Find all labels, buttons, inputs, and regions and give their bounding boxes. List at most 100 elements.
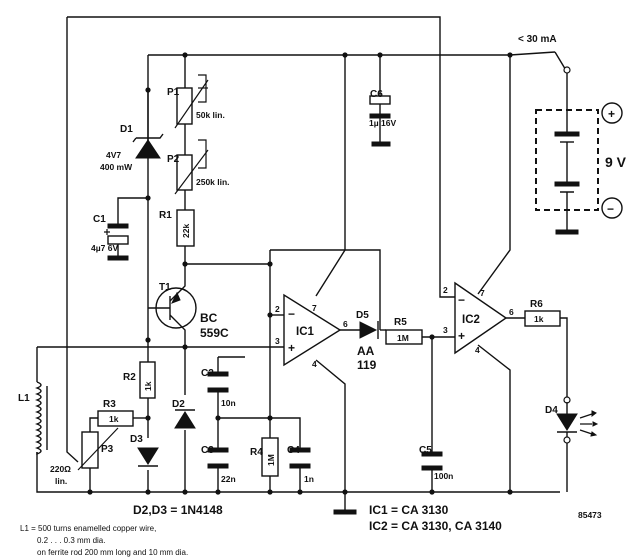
d4-name: D4 [545, 405, 558, 416]
r4-name: R4 [250, 447, 263, 458]
r2-value: 1k [143, 381, 153, 391]
current-label: < 30 mA [518, 34, 557, 45]
power-switch [563, 66, 571, 74]
d1-value: 4V7 [106, 150, 121, 160]
ic1-pin2: 2 [275, 304, 280, 314]
c3-name: C3 [201, 445, 214, 456]
c5-capacitor [421, 451, 443, 471]
c4-capacitor [289, 447, 311, 469]
r5-name: R5 [394, 317, 407, 328]
ic2-pin7: 7 [480, 288, 485, 298]
c6-name: C6 [370, 89, 383, 100]
ic2-pin3: 3 [443, 325, 448, 335]
p2-potentiometer [174, 149, 209, 195]
d5-value2: 119 [357, 358, 377, 372]
r6-name: R6 [530, 299, 543, 310]
d4-led [556, 396, 599, 444]
c1-value: 4µ7 6V [91, 243, 118, 253]
r1-name: R1 [159, 210, 172, 221]
ic1-plus: + [288, 341, 295, 355]
d2-diode [174, 409, 196, 429]
d1-zener-diode [132, 133, 164, 159]
t1-type: BC [200, 311, 218, 325]
d5-name: D5 [356, 310, 369, 321]
p1-name: P1 [167, 87, 180, 98]
r2-resistor [139, 361, 156, 399]
ic1-pin3: 3 [275, 336, 280, 346]
ic2-pin2: 2 [443, 285, 448, 295]
c4-name: C4 [287, 445, 300, 456]
d3-diode [137, 447, 159, 467]
ic2-minus: − [458, 293, 465, 307]
c3-capacitor [207, 447, 229, 469]
ic2-label: IC2 [462, 314, 480, 326]
p2-name: P2 [167, 154, 180, 165]
d2-name: D2 [172, 399, 185, 410]
ic1-note: IC1 = CA 3130 [369, 503, 449, 517]
d3-name: D3 [130, 434, 143, 445]
p1-value: 50k lin. [196, 110, 225, 120]
c4-value: 1n [304, 474, 314, 484]
c5-value: 100n [434, 471, 453, 481]
l1-coil [35, 381, 48, 456]
p1-potentiometer [174, 79, 209, 129]
l1-note-1: L1 = 500 turns enamelled copper wire, [20, 524, 156, 533]
ic1-pin6: 6 [343, 319, 348, 329]
c5-name: C5 [419, 445, 432, 456]
diode-note: D2,D3 = 1N4148 [133, 503, 223, 517]
r3-name: R3 [103, 399, 116, 410]
d5-value: AA [357, 344, 375, 358]
ic1-label: IC1 [296, 326, 315, 338]
d5-diode [359, 321, 379, 339]
r4-value: 1M [266, 454, 276, 466]
wiring [36, 16, 568, 512]
t1-transistor [148, 282, 197, 335]
labels: < 30 mA P1 50k lin. P2 250k lin. D1 4V7 … [18, 34, 626, 557]
ic1-opamp [283, 293, 342, 367]
c6-value: 1µ 16V [369, 118, 396, 128]
r6-value: 1k [534, 314, 544, 324]
r1-value: 22k [181, 224, 191, 238]
battery [535, 102, 623, 219]
r2-name: R2 [123, 372, 136, 383]
ic2-pin4: 4 [475, 345, 480, 355]
ic2-note: IC2 = CA 3130, CA 3140 [369, 519, 502, 533]
d1-name: D1 [120, 124, 133, 135]
c2-capacitor [207, 371, 229, 393]
r5-value: 1M [397, 333, 409, 343]
p3-value: 220Ω [50, 464, 71, 474]
c1-capacitor [104, 223, 129, 245]
r6-resistor [524, 310, 561, 327]
junctions [87, 52, 513, 495]
p3-value2: lin. [55, 476, 67, 486]
l1-name: L1 [18, 393, 30, 404]
r3-resistor [97, 410, 134, 427]
r5-resistor [385, 329, 423, 345]
r4-resistor [261, 437, 279, 477]
c3-value: 22n [221, 474, 236, 484]
r1-resistor [176, 209, 195, 247]
ic1-minus: − [288, 307, 295, 321]
l1-note-3: on ferrite rod 200 mm long and 10 mm dia… [37, 548, 188, 557]
c2-name: C2 [201, 368, 214, 379]
c2-value: 10n [221, 398, 236, 408]
t1-type2: 559C [200, 326, 229, 340]
d1-value2: 400 mW [100, 162, 133, 172]
p2-value: 250k lin. [196, 177, 230, 187]
ic2-plus: + [458, 329, 465, 343]
t1-name: T1 [159, 282, 171, 293]
p3-potentiometer [77, 427, 119, 471]
c6-capacitor [369, 95, 391, 130]
p3-name: P3 [101, 444, 114, 455]
r3-value: 1k [109, 414, 119, 424]
ic1-pin7: 7 [312, 303, 317, 313]
ic2-opamp [454, 281, 508, 355]
ic2-pin6: 6 [509, 307, 514, 317]
battery-plus: + [608, 107, 615, 121]
battery-voltage: 9 V [605, 154, 626, 170]
battery-minus: − [607, 202, 614, 216]
l1-note-2: 0.2 . . . 0.3 mm dia. [37, 536, 105, 545]
c1-name: C1 [93, 214, 106, 225]
figure-number: 85473 [578, 510, 602, 520]
